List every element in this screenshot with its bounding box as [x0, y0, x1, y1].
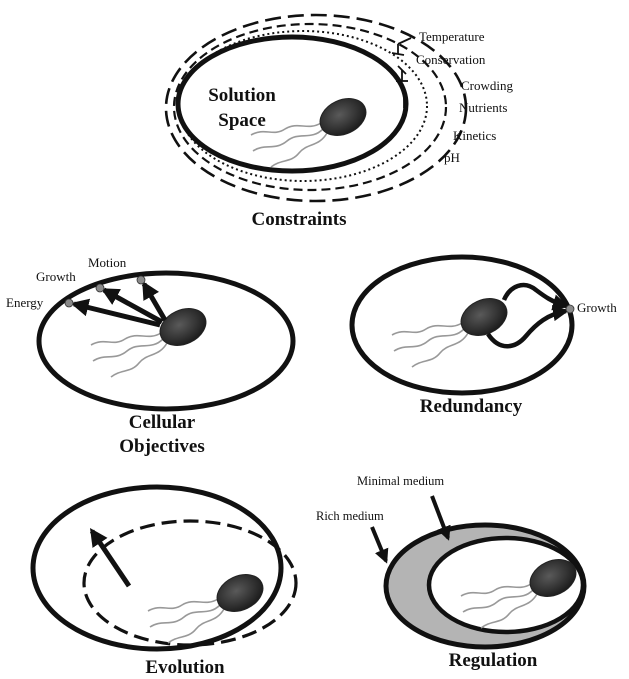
objective-arrows [74, 284, 165, 325]
regulation-title: Regulation [449, 650, 538, 671]
evolution-panel: Evolution [33, 487, 296, 678]
constraints-panel: Solution Space Temperature Conservation … [166, 15, 514, 230]
objective-label-motion: Motion [88, 255, 127, 270]
evolution-title: Evolution [145, 657, 225, 678]
objective-point-motion [137, 276, 145, 284]
constraint-label-temperature: Temperature [419, 29, 485, 44]
evolution-solution-space-evolved [84, 521, 296, 645]
minimal-medium-label: Minimal medium [357, 474, 444, 488]
redundancy-panel: Growth Redundancy [352, 257, 617, 417]
objectives-title-line2: Objectives [119, 436, 204, 457]
constraints-title: Constraints [251, 209, 346, 230]
solution-space-label-line1: Solution [208, 85, 276, 106]
redundancy-title: Redundancy [420, 396, 523, 417]
objective-label-growth: Growth [36, 269, 76, 284]
constraint-label-nutrients: Nutrients [459, 100, 507, 115]
solution-space-label-line2: Space [218, 110, 266, 131]
bacterium-icon [148, 567, 269, 643]
constraint-label-kinetics: Kinetics [453, 128, 496, 143]
objective-point-energy [65, 299, 73, 307]
constraint-label-crowding: Crowding [461, 78, 514, 93]
objective-label-energy: Energy [6, 295, 44, 310]
objectives-title-line1: Cellular [129, 412, 196, 433]
rich-medium-arrow [372, 527, 386, 561]
redundancy-label-growth: Growth [577, 300, 617, 315]
constraint-label-ph: pH [444, 150, 460, 165]
objective-point-growth [96, 284, 104, 292]
constraint-label-conservation: Conservation [416, 52, 486, 67]
evolution-arrow [92, 531, 129, 586]
regulation-panel: Minimal medium Rich medium Regulation [316, 474, 584, 671]
rich-medium-label: Rich medium [316, 509, 384, 523]
bacterium-icon [392, 291, 513, 367]
objectives-panel: Motion Growth Energy Cellular Objectives [6, 255, 293, 457]
redundancy-point-growth [566, 305, 574, 313]
